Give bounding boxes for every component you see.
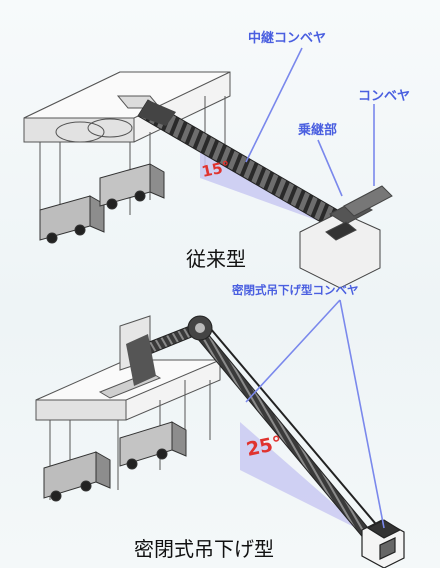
bottom-angle-wedge — [240, 422, 368, 534]
label-transfer-section: 乗継部 — [297, 122, 337, 138]
bottom-trucks — [43, 421, 187, 502]
bottom-transfer-box — [361, 519, 405, 568]
label-conveyor: コンベヤ — [358, 89, 410, 104]
top-plant-structure — [23, 71, 231, 230]
transfer-section-unit — [299, 185, 393, 289]
caption-conventional: 従来型 — [186, 247, 246, 271]
top-trucks — [39, 163, 165, 244]
bottom-panel: 密閉式吊下げ型コンベヤ 25° 密閉式吊下げ型 — [35, 283, 405, 568]
label-sealed-hanging-conveyor: 密閉式吊下げ型コンベヤ — [231, 283, 359, 297]
relay-conveyor-screw — [137, 99, 349, 233]
angle-15-label: 15° — [200, 157, 231, 181]
top-leader-lines — [245, 47, 375, 197]
sealed-hanging-conveyor — [126, 315, 387, 547]
top-panel: 中継コンベヤ コンベヤ 乗継部 15° 従来型 — [23, 30, 410, 289]
label-relay-conveyor: 中継コンベヤ — [248, 30, 326, 46]
bottom-leader-lines — [245, 299, 385, 529]
bottom-plant-structure — [35, 315, 221, 500]
caption-sealed-hanging: 密閉式吊下げ型 — [134, 537, 274, 561]
